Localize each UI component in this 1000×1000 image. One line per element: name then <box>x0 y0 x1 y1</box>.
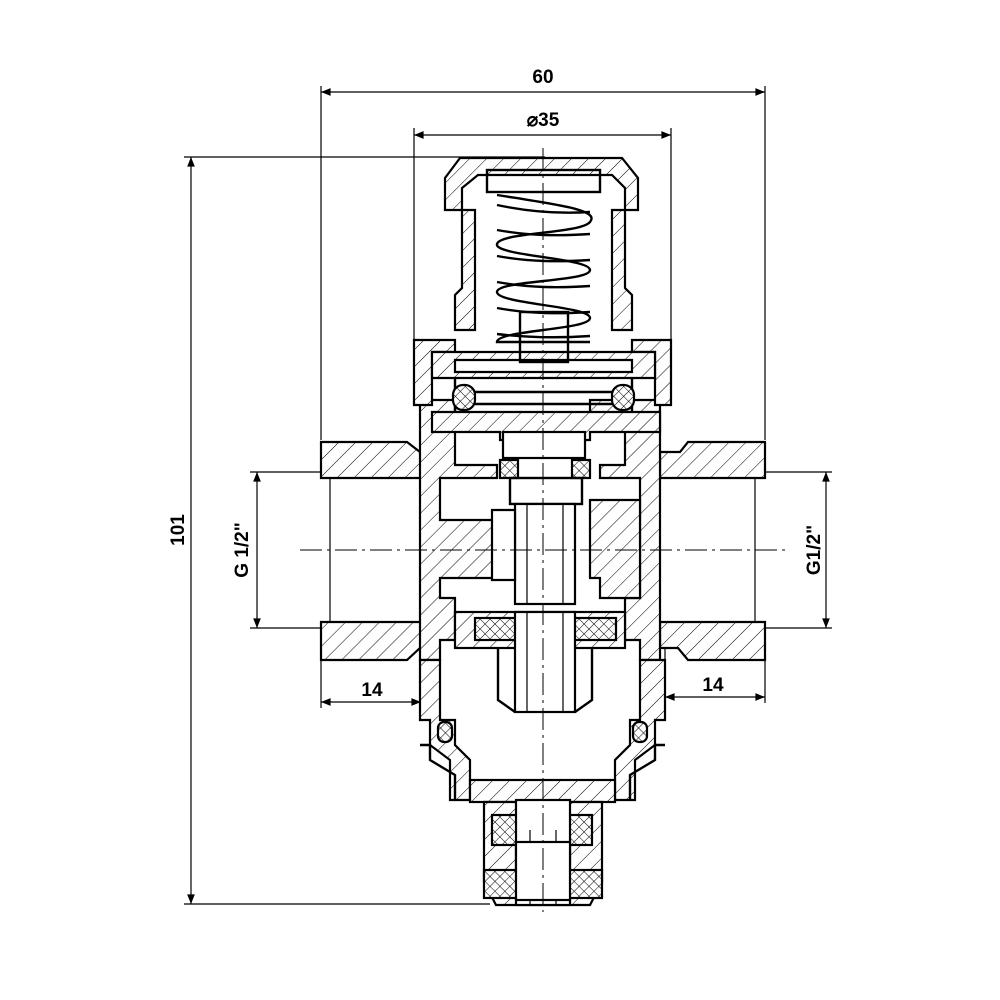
center-lines <box>300 148 790 912</box>
right-thread-label: G1/2" <box>804 525 825 575</box>
dimension-overall-width: 60 <box>320 67 766 440</box>
diaphragm-o-rings <box>451 383 636 412</box>
left-port-length-label: 14 <box>361 680 383 701</box>
valve-stem <box>490 430 592 606</box>
dimension-right-thread: G1/2" <box>760 471 832 629</box>
overall-height-label: 101 <box>168 514 189 546</box>
nut-diameter-label: ⌀35 <box>527 110 560 131</box>
dimension-left-thread: G 1/2" <box>232 471 330 629</box>
left-thread-label: G 1/2" <box>232 522 253 577</box>
valve-disk <box>436 610 649 744</box>
dimension-nut-diameter: ⌀35 <box>413 110 672 345</box>
right-port-length-label: 14 <box>702 675 724 696</box>
valve-body <box>319 398 767 802</box>
overall-width-label: 60 <box>532 67 553 88</box>
